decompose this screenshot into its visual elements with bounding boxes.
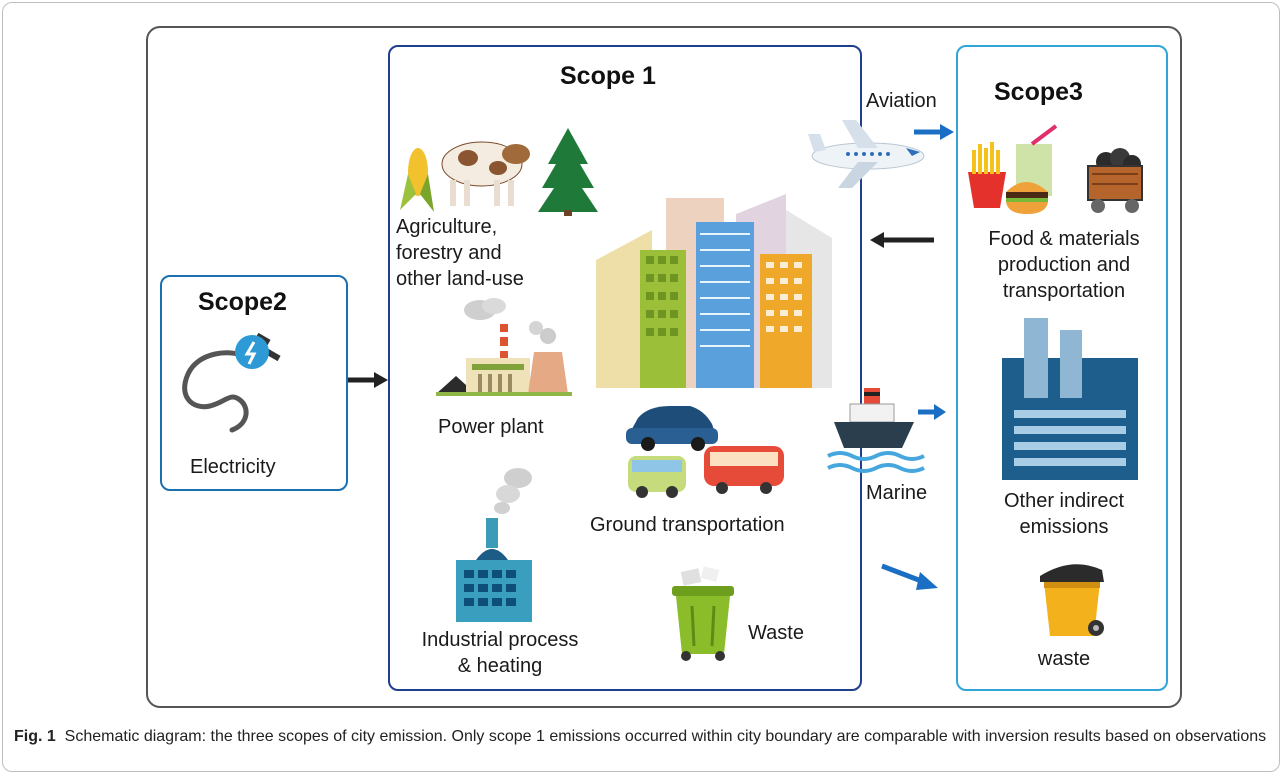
scope3-box bbox=[956, 45, 1168, 691]
arrow-scope2-to-scope1 bbox=[348, 372, 388, 388]
scope3-title: Scope3 bbox=[994, 78, 1083, 106]
aviation-label: Aviation bbox=[866, 90, 937, 112]
ground-transportation-label: Ground transportation bbox=[590, 514, 785, 536]
food-materials-label: Food & materials production and transpor… bbox=[988, 228, 1140, 302]
arrow-scope3-to-scope1 bbox=[870, 232, 934, 248]
waste-bin-illustration bbox=[672, 566, 734, 661]
other-indirect-label: Other indirect emissions bbox=[1003, 490, 1125, 538]
caption-fig-label: Fig. 1 bbox=[14, 728, 56, 745]
food-materials-illustration bbox=[968, 124, 1143, 214]
marine-label: Marine bbox=[866, 482, 928, 504]
airplane-illustration bbox=[808, 120, 925, 188]
scope1-title: Scope 1 bbox=[560, 62, 656, 90]
electric-plug-icon bbox=[182, 332, 281, 433]
electricity-label: Electricity bbox=[190, 456, 276, 478]
indirect-emissions-factory-illustration bbox=[1002, 318, 1138, 480]
power-plant-label: Power plant bbox=[438, 416, 544, 438]
scope2-title: Scope2 bbox=[198, 288, 287, 316]
arrow-waste-to-scope3 bbox=[881, 563, 938, 590]
arrow-marine-to-scope3 bbox=[918, 404, 946, 420]
scope1-box bbox=[388, 45, 862, 691]
agriculture-illustration bbox=[400, 128, 598, 216]
ship-illustration bbox=[827, 388, 925, 473]
figure-caption: Fig. 1 Schematic diagram: the three scop… bbox=[14, 725, 1270, 748]
agriculture-label: Agriculture, forestry and other land-use bbox=[396, 216, 524, 290]
arrow-aviation-to-scope3 bbox=[914, 124, 954, 140]
city-boundary-outer-box bbox=[146, 26, 1182, 708]
scope3-waste-label: waste bbox=[1037, 648, 1091, 670]
waste-label: Waste bbox=[748, 622, 804, 644]
factory-illustration bbox=[456, 468, 532, 622]
caption-text: Schematic diagram: the three scopes of c… bbox=[64, 728, 1267, 745]
scope2-box bbox=[160, 275, 348, 491]
vehicles-illustration bbox=[626, 406, 784, 498]
scope3-waste-bin-illustration bbox=[1040, 564, 1104, 636]
power-plant-illustration bbox=[436, 298, 572, 396]
city-skyline-illustration bbox=[596, 194, 832, 388]
industrial-process-label: Industrial process & heating bbox=[421, 629, 579, 677]
